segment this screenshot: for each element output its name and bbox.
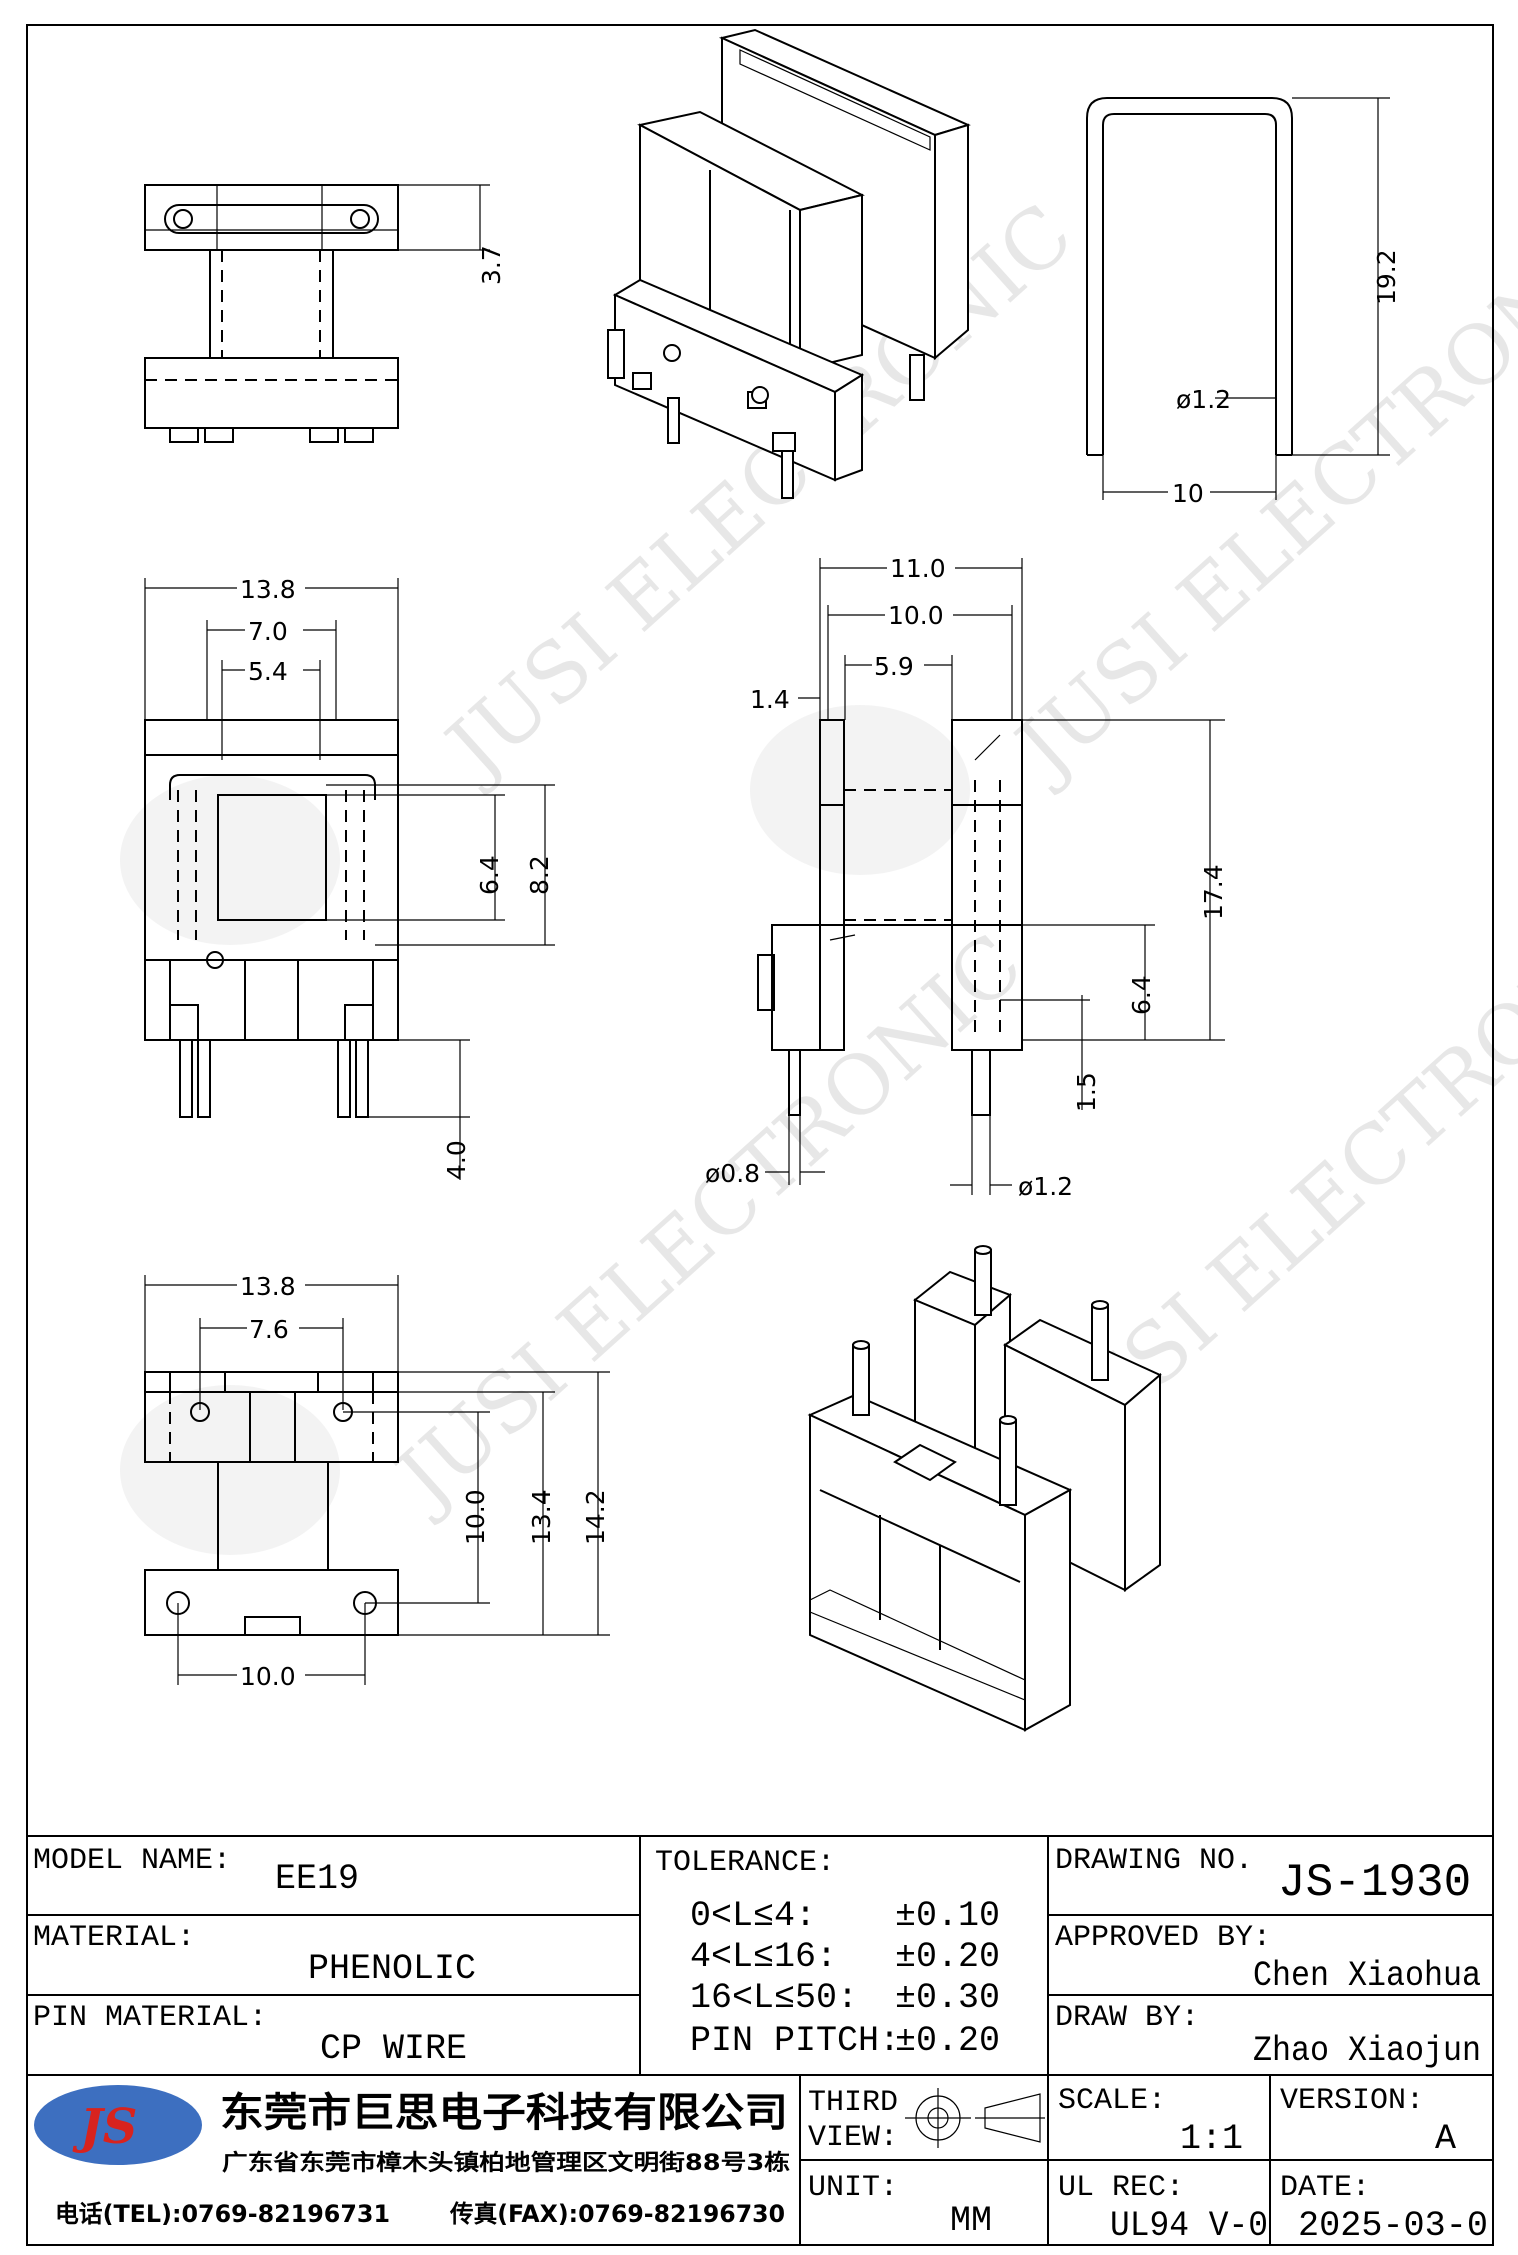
date-value: 2025-03-0 [1298, 2206, 1488, 2246]
third-view-label-2: VIEW: [808, 2121, 898, 2155]
view-top-elevation: 3.7 [144, 184, 506, 443]
view-side: 11.0 10.0 5.9 1.4 17.4 6.4 [705, 554, 1228, 1201]
drawing-no-label: DRAWING NO. [1055, 1844, 1253, 1878]
dim-6-4-b: 6.4 [1127, 975, 1156, 1015]
scale-label: SCALE: [1058, 2084, 1166, 2118]
date-label: DATE: [1280, 2171, 1370, 2205]
watermark-logo-1 [750, 705, 970, 875]
dim-5-4: 5.4 [248, 657, 288, 686]
third-view-label-1: THIRD [808, 2086, 898, 2120]
dim-19-2: 19.2 [1372, 249, 1401, 305]
watermark-logo-3 [120, 1385, 340, 1555]
view-front: 13.8 7.0 5.4 6.4 [144, 575, 555, 1180]
version-value: A [1435, 2119, 1456, 2159]
dim-10-0-bottom: 10.0 [240, 1662, 296, 1691]
drawing-no-value: JS-1930 [1278, 1857, 1471, 1909]
dim-phi-0-8: ø0.8 [705, 1159, 760, 1188]
dim-10-0-v: 10.0 [461, 1489, 490, 1545]
company-tel: 电话(TEL):0769-82196731 [55, 2200, 390, 2228]
company-name: 东莞市巨思电子科技有限公司 [220, 2090, 788, 2136]
model-value: EE19 [275, 1859, 359, 1899]
pin-slot [164, 204, 379, 234]
tol-value-0: ±0.10 [895, 1896, 1000, 1936]
dim-17-4: 17.4 [1199, 864, 1228, 920]
pin-material-label: PIN MATERIAL: [33, 2001, 267, 2035]
version-label: VERSION: [1280, 2084, 1424, 2118]
tol-range-1: 4<L≤16: [690, 1937, 837, 1977]
view-top-isometric [607, 28, 971, 499]
draw-value: Zhao Xiaojun [1253, 2031, 1481, 2071]
unit-label: UNIT: [808, 2171, 898, 2205]
dim-4-0: 4.0 [442, 1140, 471, 1180]
third-angle-projection-icon [905, 2088, 1045, 2148]
dim-11-0: 11.0 [890, 554, 946, 583]
ul-label: UL REC: [1058, 2171, 1184, 2205]
approved-value: Chen Xiaohua [1253, 1956, 1481, 1996]
dim-14-2: 14.2 [581, 1489, 610, 1545]
watermark-logo-2 [120, 775, 340, 945]
dim-13-8-b: 13.8 [240, 1272, 296, 1301]
dim-1-4: 1.4 [750, 685, 790, 714]
dim-3-7: 3.7 [477, 245, 506, 285]
dim-8-2: 8.2 [525, 855, 554, 895]
dim-10-pin: 10 [1172, 479, 1204, 508]
dim-13-4: 13.4 [527, 1489, 556, 1545]
tol-value-2: ±0.30 [895, 1978, 1000, 2018]
tol-range-0: 0<L≤4: [690, 1896, 816, 1936]
dim-7-0: 7.0 [248, 617, 288, 646]
tol-value-3: ±0.20 [895, 2021, 1000, 2061]
pin-material-value: CP WIRE [320, 2029, 467, 2069]
dim-10-0-side: 10.0 [888, 601, 944, 630]
company-logo [34, 2085, 202, 2165]
unit-value: MM [950, 2201, 992, 2241]
dim-7-6: 7.6 [249, 1315, 289, 1344]
company-logo-text: JS [72, 2099, 137, 2155]
model-label: MODEL NAME: [33, 1844, 231, 1878]
company-address: 广东省东莞市樟木头镇柏地管理区文明街88号3栋 [222, 2150, 790, 2176]
dim-1-5: 1.5 [1072, 1072, 1101, 1112]
draw-label: DRAW BY: [1055, 2001, 1199, 2035]
view-bottom: 13.8 7.6 10.0 10.0 13.4 [144, 1272, 610, 1691]
scale-value: 1:1 [1180, 2119, 1243, 2159]
material-value: PHENOLIC [308, 1949, 476, 1989]
watermark-text-2: JUSI ELECTRONIC [995, 186, 1518, 799]
dim-6-4-a: 6.4 [475, 855, 504, 895]
company-fax: 传真(FAX):0769-82196730 [449, 2200, 785, 2228]
view-pin-side: 19.2 ø1.2 10 [1086, 97, 1401, 508]
dim-5-9: 5.9 [874, 652, 914, 681]
sheet-border [26, 24, 1494, 2246]
material-label: MATERIAL: [33, 1921, 195, 1955]
title-block: MODEL NAME: EE19 MATERIAL: PHENOLIC PIN … [27, 1835, 1493, 2246]
ul-value: UL94 V-0 [1110, 2206, 1268, 2246]
tolerance-label: TOLERANCE: [655, 1846, 835, 1880]
dim-phi-1-2-side: ø1.2 [1018, 1172, 1073, 1201]
dim-13-8-a: 13.8 [240, 575, 296, 604]
dim-phi-1-2-top: ø1.2 [1176, 385, 1231, 414]
approved-label: APPROVED BY: [1055, 1921, 1271, 1955]
tol-range-2: 16<L≤50: [690, 1978, 858, 2018]
tol-range-3: PIN PITCH: [690, 2021, 900, 2061]
view-bottom-isometric [807, 1245, 1162, 1732]
tol-value-1: ±0.20 [895, 1937, 1000, 1977]
